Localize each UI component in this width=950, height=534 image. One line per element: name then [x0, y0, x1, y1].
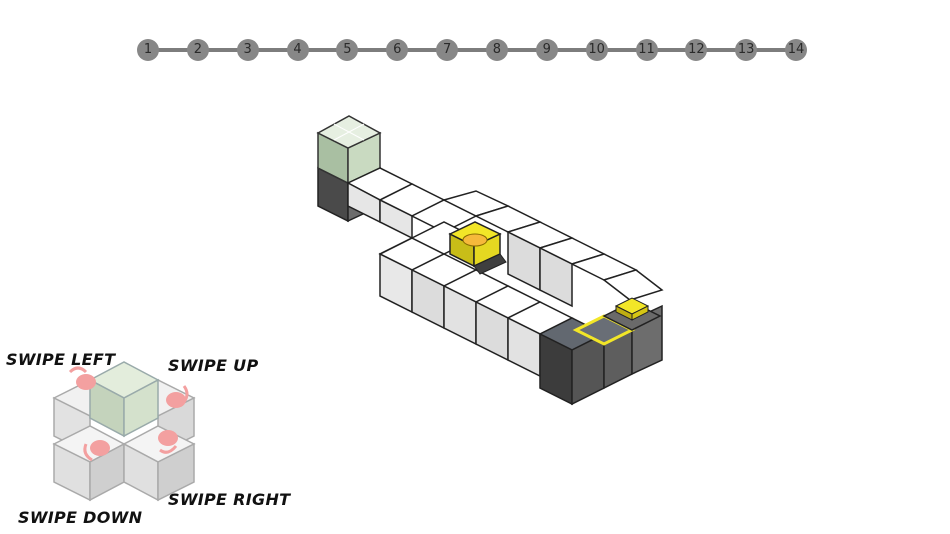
- controls-hint: SWIPE LEFT SWIPE UP SWIPE DOWN SWIPE RIG…: [0, 340, 300, 534]
- level-node-14[interactable]: 14: [785, 39, 808, 61]
- level-node-11[interactable]: 11: [635, 39, 658, 61]
- level-node-6[interactable]: 6: [386, 39, 409, 61]
- controls-cube-diagram: [52, 361, 196, 502]
- hand-down-icon: [83, 440, 110, 462]
- player-cube[interactable]: [448, 221, 507, 275]
- swipe-right-label: SWIPE RIGHT: [168, 490, 291, 509]
- level-node-9[interactable]: 9: [535, 39, 558, 61]
- level-node-7[interactable]: 7: [436, 39, 459, 61]
- level-node-5[interactable]: 5: [336, 39, 359, 61]
- level-node-4[interactable]: 4: [286, 39, 309, 61]
- hand-left-icon: [68, 366, 96, 390]
- level-track: [148, 48, 796, 52]
- level-node-2[interactable]: 2: [186, 39, 209, 61]
- level-node-1[interactable]: 1: [137, 39, 159, 61]
- swipe-up-label: SWIPE UP: [168, 356, 259, 375]
- level-node-3[interactable]: 3: [236, 39, 259, 61]
- level-node-8[interactable]: 8: [485, 39, 508, 61]
- level-node-10[interactable]: 10: [585, 39, 608, 61]
- hand-right-icon: [158, 430, 178, 454]
- level-node-12[interactable]: 12: [685, 39, 708, 61]
- swipe-left-label: SWIPE LEFT: [6, 350, 116, 369]
- swipe-down-label: SWIPE DOWN: [18, 508, 143, 527]
- tile-track: [346, 167, 664, 378]
- target-tile: [572, 297, 662, 346]
- level-node-13[interactable]: 13: [735, 39, 758, 61]
- hand-up-icon: [166, 385, 189, 408]
